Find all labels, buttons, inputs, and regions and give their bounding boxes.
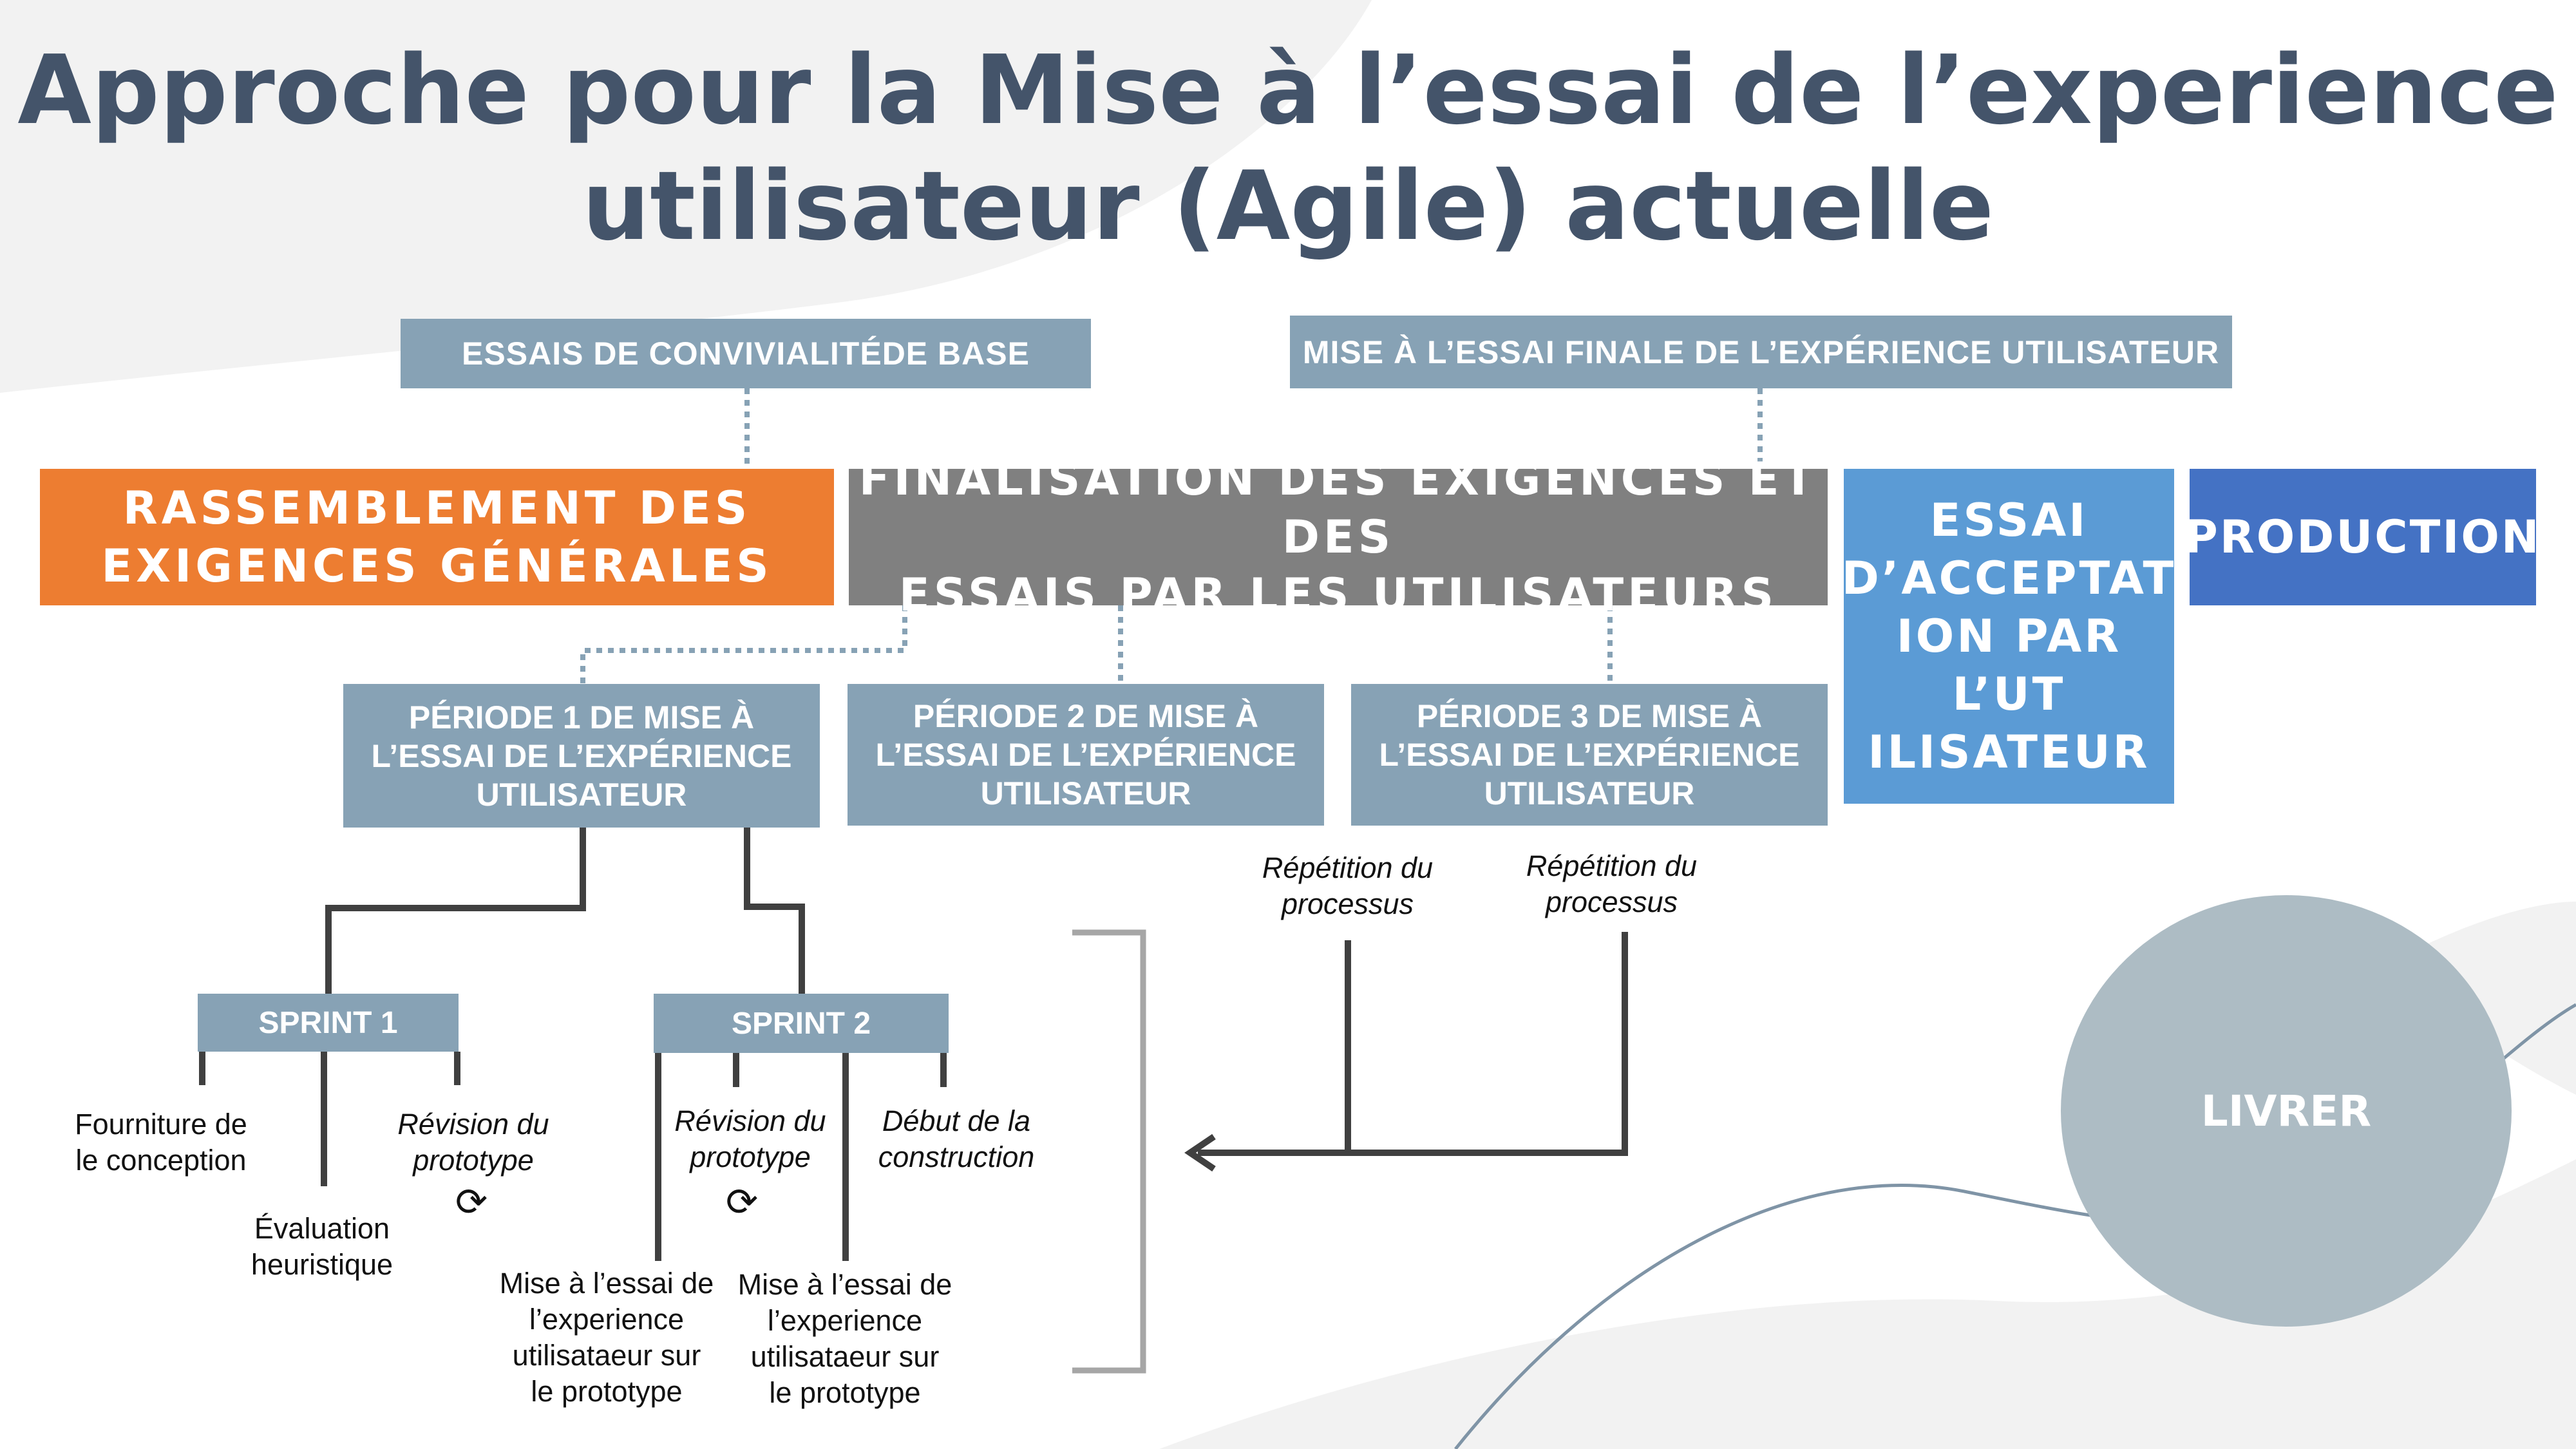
note-review1-line1: Révision du bbox=[397, 1108, 549, 1141]
note-build-line2: construction bbox=[878, 1141, 1035, 1173]
note-test-b-line4: le prototype bbox=[769, 1376, 921, 1409]
note-repeat-process-2: Répétition du processus bbox=[1494, 848, 1729, 920]
period-2-line2: L’ESSAI DE L’EXPÉRIENCE bbox=[875, 737, 1296, 773]
refresh-cycle-icon: ⟳ bbox=[455, 1180, 488, 1224]
note-heuristic-line1: Évaluation bbox=[254, 1212, 390, 1245]
deliver-label: LIVRER bbox=[2201, 1086, 2372, 1136]
phase-finalization-line1: FINALISATION DES EXIGENCES ET DES bbox=[858, 453, 1818, 564]
note-test-a-line4: le prototype bbox=[531, 1375, 683, 1408]
phase-user-acceptance: ESSAI D’ACCEPTAT ION PAR L’UT ILISATEUR bbox=[1841, 469, 2177, 804]
label-final-ux-testing: MISE À L’ESSAI FINALE DE L’EXPÉRIENCE UT… bbox=[1290, 316, 2232, 388]
note-review2-line2: prototype bbox=[690, 1141, 811, 1173]
period-3-line2: L’ESSAI DE L’EXPÉRIENCE bbox=[1379, 737, 1800, 773]
label-final-ux-testing-text: MISE À L’ESSAI FINALE DE L’EXPÉRIENCE UT… bbox=[1302, 334, 2220, 370]
period-3-line1: PÉRIODE 3 DE MISE À bbox=[1416, 698, 1763, 734]
note-test-a-line2: l’experience bbox=[529, 1303, 685, 1336]
phase-acceptance-line5: ILISATEUR bbox=[1868, 726, 2150, 779]
note-test-a-line1: Mise à l’essai de bbox=[499, 1267, 714, 1300]
period-3-ux-testing: PÉRIODE 3 DE MISE À L’ESSAI DE L’EXPÉRIE… bbox=[1351, 684, 1828, 826]
deliver-circle: LIVRER bbox=[2061, 895, 2512, 1327]
note-prototype-ux-test-b: Mise à l’essai de l’experience utilisata… bbox=[723, 1267, 967, 1411]
note-prototype-review-1: Révision du prototype bbox=[361, 1106, 586, 1179]
note-construction-start: Début de la construction bbox=[860, 1103, 1053, 1175]
note-test-a-line3: utilisataeur sur bbox=[512, 1339, 701, 1372]
note-repeat-a-line1: Répétition du bbox=[1262, 851, 1434, 884]
period-2-ux-testing: PÉRIODE 2 DE MISE À L’ESSAI DE L’EXPÉRIE… bbox=[848, 684, 1324, 826]
phase-finalization-line2: ESSAIS PAR LES UTILISATEURS bbox=[898, 569, 1778, 621]
page-title-line2: utilisateur (Agile) actuelle bbox=[582, 151, 1994, 261]
refresh-cycle-icon: ⟳ bbox=[725, 1180, 759, 1224]
note-review2-line1: Révision du bbox=[674, 1104, 826, 1137]
sprint-2-label: SPRINT 2 bbox=[731, 1006, 871, 1041]
sprint-1: SPRINT 1 bbox=[198, 994, 459, 1052]
note-heuristic-evaluation: Évaluation heuristique bbox=[213, 1211, 431, 1283]
note-heuristic-line2: heuristique bbox=[251, 1248, 393, 1281]
note-build-line1: Début de la bbox=[882, 1104, 1031, 1137]
phase-requirements-finalization: FINALISATION DES EXIGENCES ET DES ESSAIS… bbox=[849, 453, 1828, 621]
period-1-line2: L’ESSAI DE L’EXPÉRIENCE bbox=[371, 737, 792, 774]
phase-acceptance-line2: D’ACCEPTAT bbox=[1841, 552, 2177, 605]
phase-production-text: PRODUCTION bbox=[2184, 511, 2541, 564]
phase-requirements-gathering: RASSEMBLEMENT DES EXIGENCES GÉNÉRALES bbox=[40, 469, 834, 605]
phase-acceptance-line4: L’UT bbox=[1952, 668, 2066, 721]
note-repeat-b-line2: processus bbox=[1545, 886, 1678, 918]
note-review1-line2: prototype bbox=[413, 1144, 534, 1177]
label-basic-usability-text: ESSAIS DE CONVIVIALITÉDE BASE bbox=[462, 336, 1030, 372]
phase-gathering-line1: RASSEMBLEMENT DES bbox=[122, 482, 752, 535]
note-test-b-line2: l’experience bbox=[767, 1304, 923, 1337]
arrow-left-icon bbox=[1184, 1133, 1216, 1172]
label-basic-usability: ESSAIS DE CONVIVIALITÉDE BASE bbox=[401, 319, 1091, 388]
period-1-line3: UTILISATEUR bbox=[476, 776, 687, 813]
period-3-line3: UTILISATEUR bbox=[1484, 775, 1695, 811]
note-design-line1: Fourniture de bbox=[75, 1108, 247, 1141]
phase-acceptance-line1: ESSAI bbox=[1929, 494, 2088, 547]
phase-acceptance-line3: ION PAR bbox=[1896, 610, 2122, 663]
period-2-line1: PÉRIODE 2 DE MISE À bbox=[913, 698, 1259, 734]
sprint-bracket bbox=[1072, 929, 1146, 1374]
note-repeat-process-1: Répétition du processus bbox=[1230, 850, 1465, 922]
period-2-line3: UTILISATEUR bbox=[980, 775, 1191, 811]
sprint-2: SPRINT 2 bbox=[654, 994, 949, 1053]
page-title-line1: Approche pour la Mise à l’essai de l’exp… bbox=[17, 35, 2559, 146]
period-1-line1: PÉRIODE 1 DE MISE À bbox=[408, 699, 755, 735]
note-test-b-line3: utilisataeur sur bbox=[750, 1340, 940, 1373]
note-design-line2: le conception bbox=[75, 1144, 247, 1177]
note-repeat-b-line1: Répétition du bbox=[1526, 849, 1698, 882]
note-test-b-line1: Mise à l’essai de bbox=[737, 1268, 952, 1301]
note-prototype-review-2: Révision du prototype bbox=[638, 1103, 863, 1175]
phase-gathering-line2: EXIGENCES GÉNÉRALES bbox=[101, 540, 773, 592]
phase-production: PRODUCTION bbox=[2185, 469, 2539, 605]
note-design-delivery: Fourniture de le conception bbox=[45, 1106, 277, 1179]
page-title: Approche pour la Mise à l’essai de l’exp… bbox=[0, 32, 2576, 264]
sprint-1-label: SPRINT 1 bbox=[258, 1005, 398, 1040]
note-prototype-ux-test-a: Mise à l’essai de l’experience utilisata… bbox=[484, 1265, 729, 1410]
period-1-ux-testing: PÉRIODE 1 DE MISE À L’ESSAI DE L’EXPÉRIE… bbox=[343, 684, 820, 828]
note-repeat-a-line2: processus bbox=[1281, 887, 1414, 920]
